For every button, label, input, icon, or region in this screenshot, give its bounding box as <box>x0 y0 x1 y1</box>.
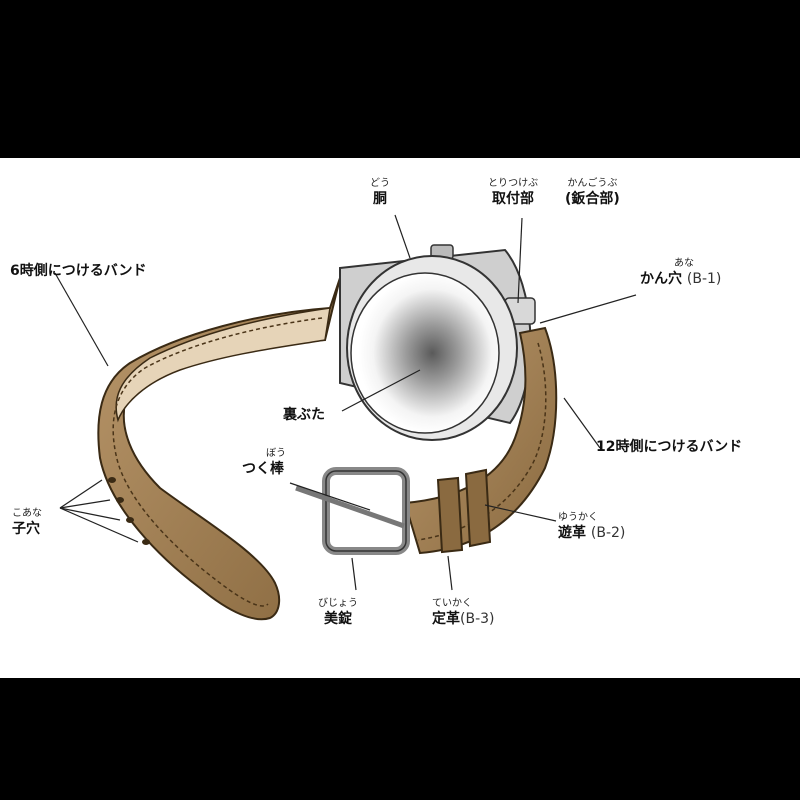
label-teikaku: ていかく 定革(B-3) <box>432 598 495 627</box>
adjust-hole-3 <box>126 517 134 523</box>
label-yuukaku-text: 遊革 <box>558 525 586 541</box>
case-back <box>350 272 500 434</box>
label-bijou: びじょう 美錠 <box>318 598 358 627</box>
band-6-underside <box>115 307 331 423</box>
label-teikaku-text: 定革 <box>432 611 460 627</box>
keeper-floating <box>464 468 492 548</box>
adjust-hole-2 <box>116 497 124 503</box>
adjust-hole-1 <box>108 477 116 483</box>
buckle-frame-edge <box>325 470 407 552</box>
label-kangoubu: かんごうぶ (鈑合部) <box>565 178 620 207</box>
label-teikaku-code: (B-3) <box>460 611 495 627</box>
label-koana: こあな 子穴 <box>12 508 42 537</box>
buckle-tongue <box>295 485 405 529</box>
leader-lines <box>54 214 637 591</box>
label-dou: どう 胴 <box>370 178 390 207</box>
label-kan-ana-text: かん穴 <box>640 271 682 287</box>
label-kan-ana: あな かん穴 (B-1) <box>640 258 722 287</box>
label-urabuta: 裏ぶた <box>283 407 325 423</box>
label-tsukubou: ぼう つく棒 <box>242 448 286 477</box>
label-band-6: 6時側につけるバンド <box>10 263 147 279</box>
label-band-12: 12時側につけるバンド <box>596 439 743 455</box>
adjust-hole-4 <box>142 539 150 545</box>
watch-illustration <box>54 214 637 621</box>
label-yuukaku-code: (B-2) <box>590 525 626 541</box>
band-12-stitch <box>417 342 547 541</box>
label-toritsukebu: とりつけぶ 取付部 <box>488 178 539 207</box>
label-yuukaku: ゆうかく 遊革 (B-2) <box>558 512 626 541</box>
keeper-fixed <box>436 476 464 554</box>
label-kan-ana-code: (B-1) <box>686 271 722 287</box>
diagram-panel: どう 胴 とりつけぶ 取付部 かんごうぶ (鈑合部) あな かん穴 (B-1) … <box>0 158 800 678</box>
band-6-stitch <box>112 317 323 607</box>
